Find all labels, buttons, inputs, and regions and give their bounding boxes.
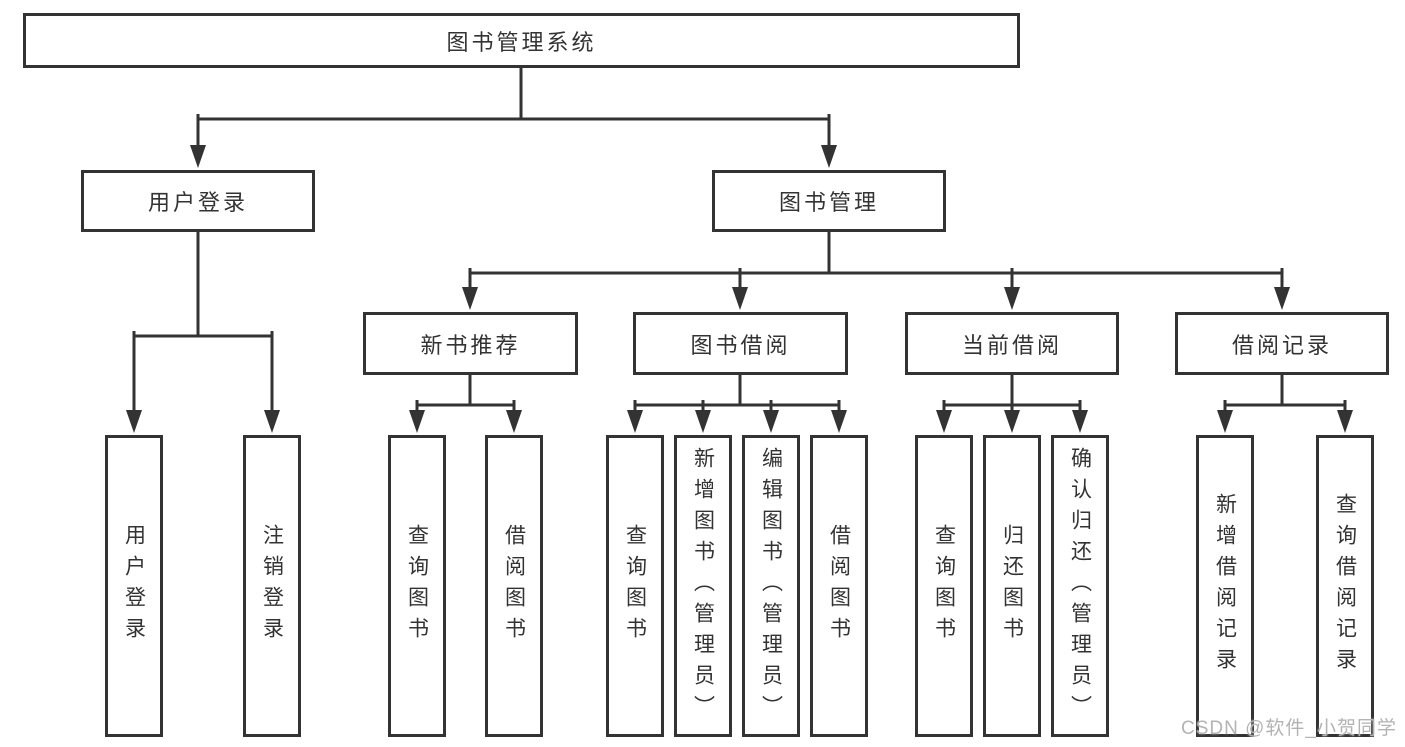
leaf-borrow-book-1: 借阅图书 — [485, 435, 543, 737]
arrow-icon — [695, 410, 711, 433]
node-root: 图书管理系统 — [23, 13, 1020, 68]
connector-new-book-branch — [415, 375, 516, 412]
arrow-icon — [409, 410, 425, 433]
watermark: CSDN @软件_小贺同学 — [1181, 718, 1397, 739]
leaf-confirm-return-admin: 确认归还（管理员） — [1051, 435, 1109, 737]
connector-user-login-branch — [132, 232, 274, 412]
leaf-query-book-1: 查询图书 — [388, 435, 446, 737]
arrow-icon — [1217, 410, 1233, 433]
leaf-borrow-book-2: 借阅图书 — [810, 435, 868, 737]
node-borrow-records: 借阅记录 — [1175, 312, 1389, 375]
arrow-icon — [190, 145, 206, 168]
arrow-icon — [831, 410, 847, 433]
leaf-add-book-admin: 新增图书（管理员） — [674, 435, 732, 737]
connector-book-mgmt-to-level3 — [468, 232, 1284, 289]
arrow-icon — [936, 410, 952, 433]
leaf-logout: 注销登录 — [243, 435, 301, 737]
connector-borrow-records-branch — [1223, 375, 1347, 412]
leaf-query-book-2: 查询图书 — [606, 435, 664, 737]
arrowheads — [126, 145, 1353, 433]
arrow-icon — [1004, 287, 1020, 310]
arrow-icon — [506, 410, 522, 433]
arrow-icon — [1274, 287, 1290, 310]
arrow-icon — [732, 287, 748, 310]
arrow-icon — [264, 410, 280, 433]
connector-root-to-level2 — [196, 68, 831, 147]
arrow-icon — [763, 410, 779, 433]
node-book-management: 图书管理 — [712, 170, 946, 232]
leaf-user-login: 用户登录 — [105, 435, 163, 737]
arrow-icon — [821, 145, 837, 168]
node-new-book-recommend: 新书推荐 — [363, 312, 578, 375]
arrow-icon — [1072, 410, 1088, 433]
connector-book-borrow-branch — [633, 375, 841, 412]
leaf-query-book-3: 查询图书 — [915, 435, 973, 737]
arrow-icon — [627, 410, 643, 433]
leaf-add-borrow-record: 新增借阅记录 — [1196, 435, 1254, 737]
leaf-return-book: 归还图书 — [983, 435, 1041, 737]
node-user-login: 用户登录 — [81, 170, 315, 232]
arrow-icon — [1337, 410, 1353, 433]
node-current-borrow: 当前借阅 — [905, 312, 1119, 375]
node-book-borrow: 图书借阅 — [633, 312, 848, 375]
arrow-icon — [1004, 410, 1020, 433]
arrow-icon — [462, 287, 478, 310]
arrow-icon — [126, 410, 142, 433]
leaf-query-borrow-record: 查询借阅记录 — [1316, 435, 1374, 737]
leaf-edit-book-admin: 编辑图书（管理员） — [742, 435, 800, 737]
connector-current-borrow-branch — [942, 375, 1082, 412]
